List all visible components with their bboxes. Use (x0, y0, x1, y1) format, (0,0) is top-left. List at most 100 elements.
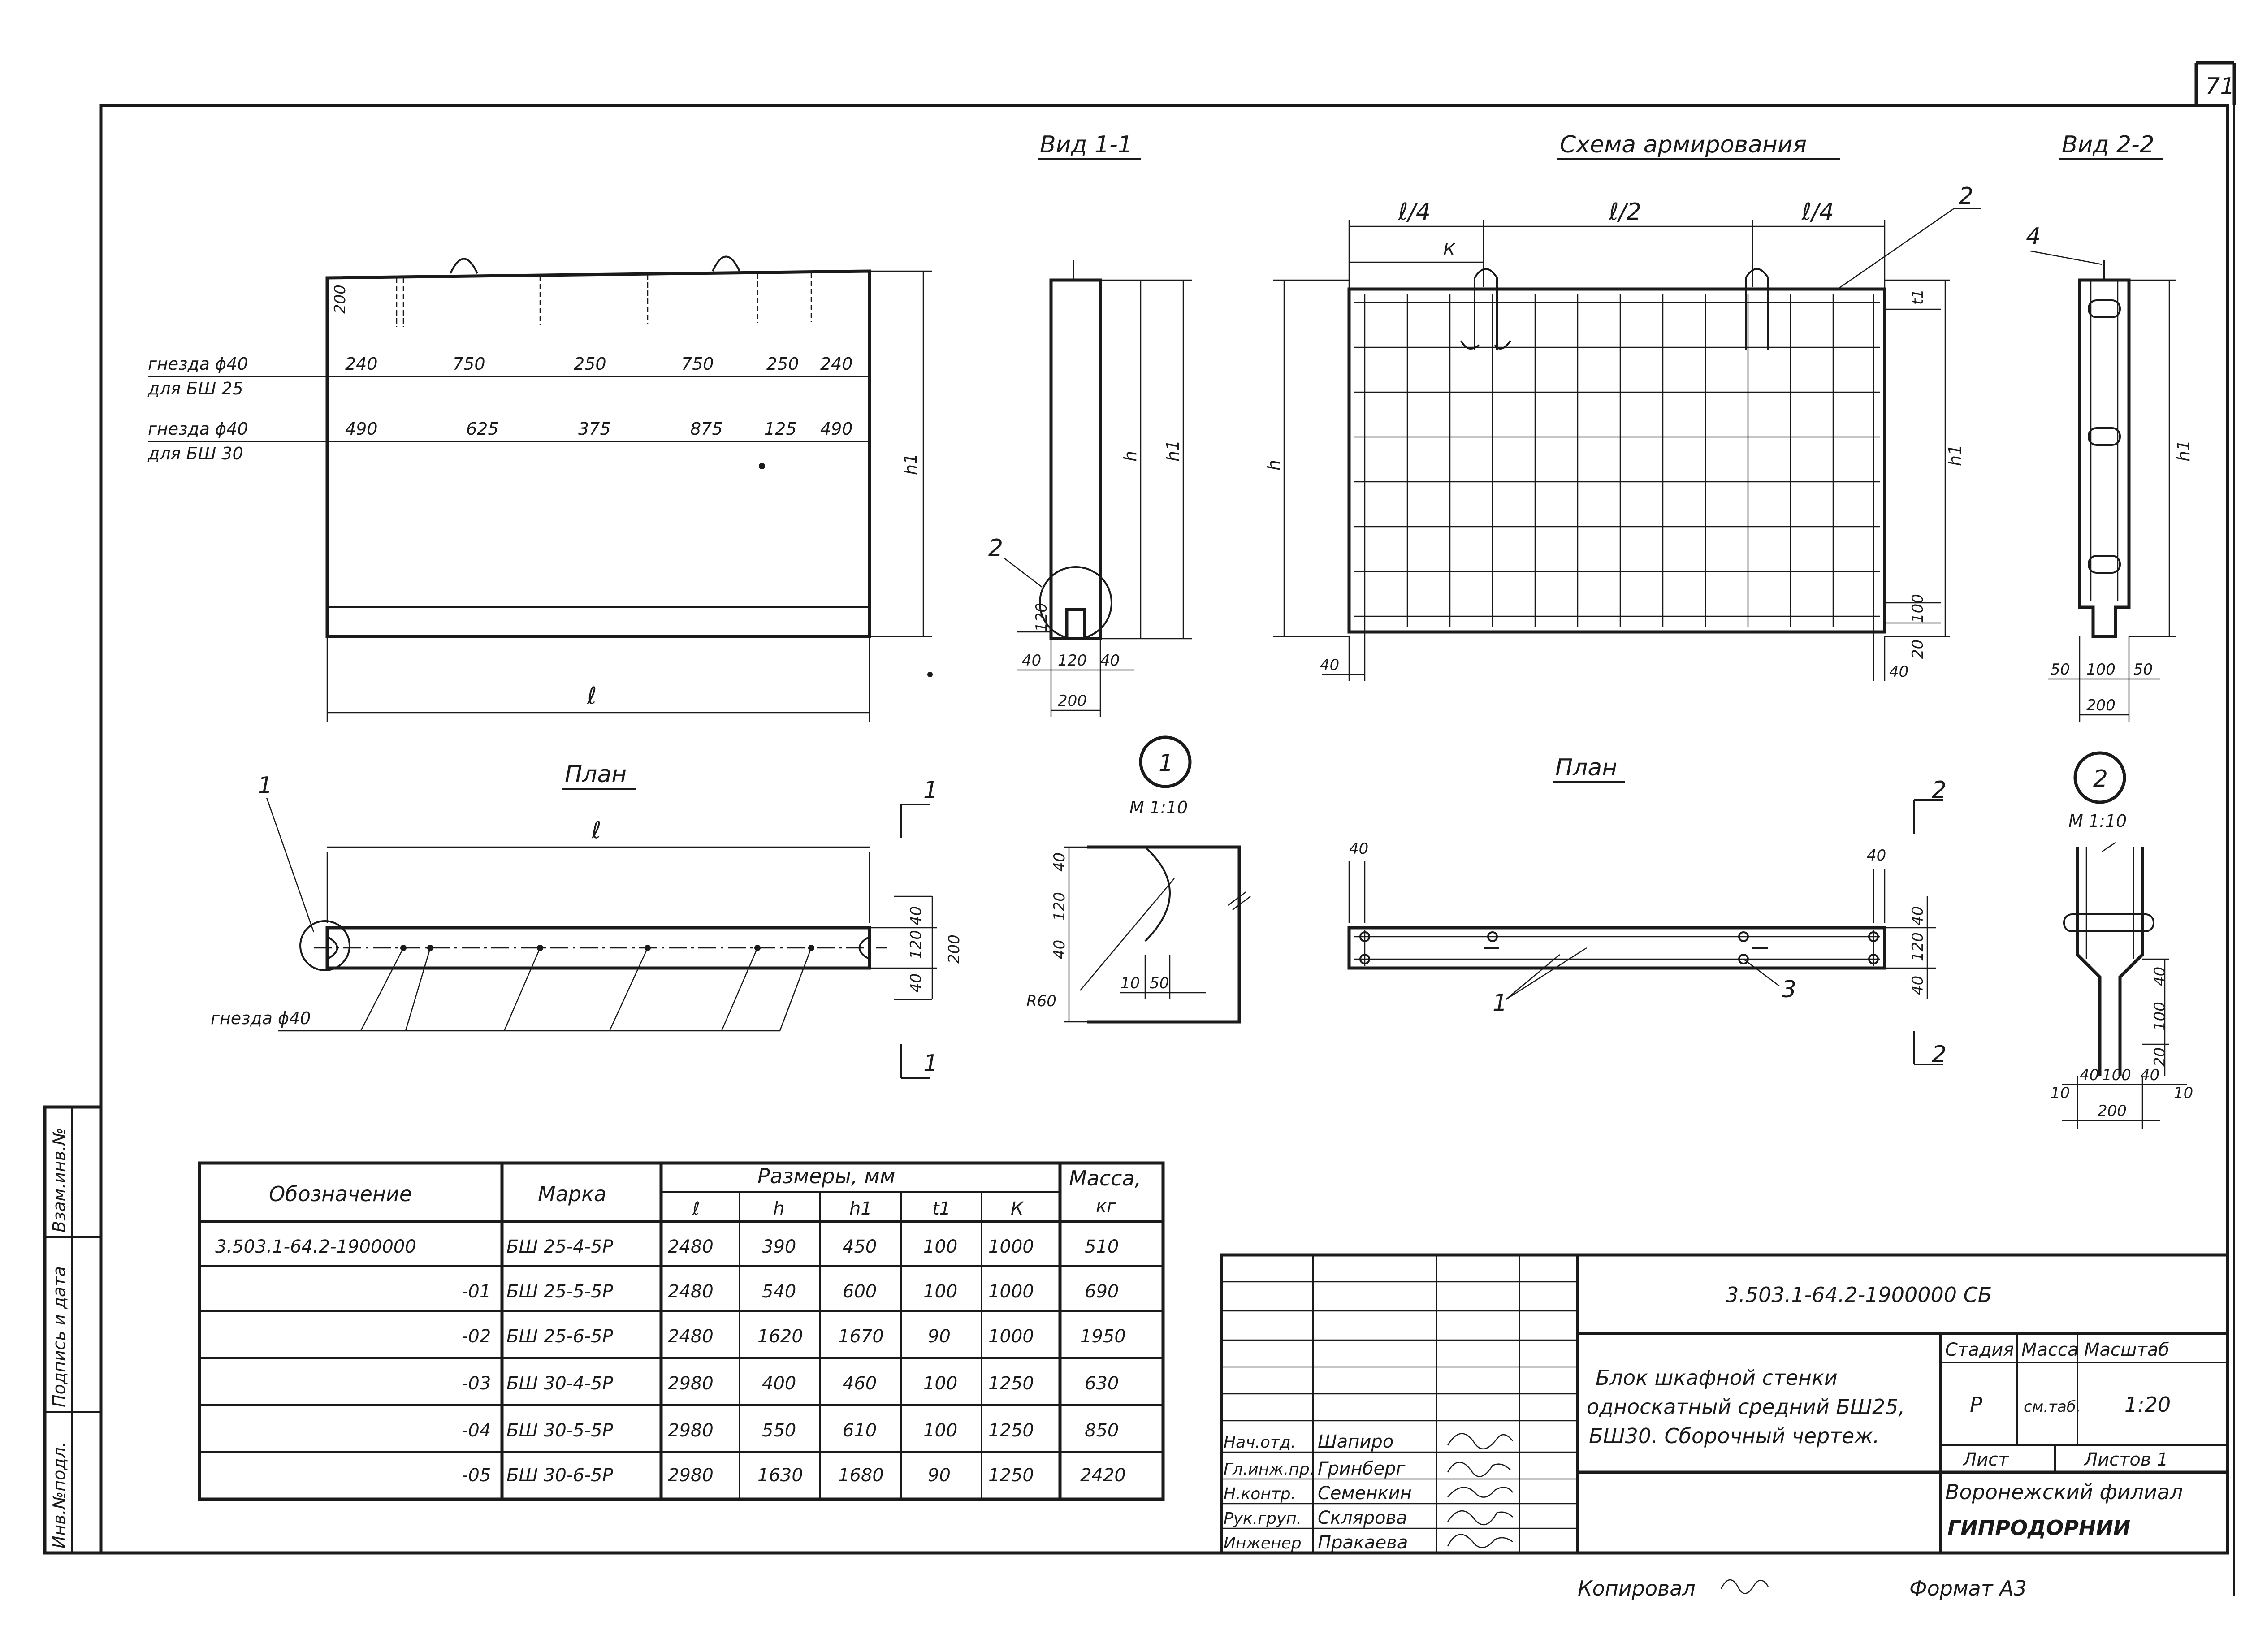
detail2-20: 20 (2151, 1047, 2169, 1067)
detail1-r60: R60 (1026, 992, 1056, 1010)
spec-cell-mass: 630 (1085, 1373, 1119, 1394)
dim-bsh25: 250 (574, 354, 606, 374)
spec-cell-h1: 1680 (838, 1465, 884, 1486)
scheme-l2: ℓ/2 (1609, 199, 1641, 225)
plan1-sockets-label: гнезда ϕ40 (211, 1008, 311, 1028)
spec-cell-mass: 2420 (1080, 1465, 1126, 1486)
side-stamp-sign: Подпись и дата (49, 1266, 69, 1407)
detail2-num: 2 (2093, 765, 2108, 792)
staff-name: Гринберг (1318, 1458, 1406, 1479)
spec-row: -05 БШ 30-6-5Р 2980 1630 1680 90 1250 24… (462, 1465, 1126, 1486)
plan2-120: 120 (1909, 932, 1927, 961)
detail1-50: 50 (1150, 974, 1169, 992)
title-line-1: Блок шкафной стенки (1596, 1366, 1838, 1390)
spec-cell-k: 1250 (988, 1465, 1034, 1486)
side-stamp (43, 1105, 103, 1555)
spec-cell-designation: -04 (462, 1420, 491, 1441)
scheme-40a: 40 (1320, 656, 1339, 674)
spec-cell-l: 2480 (668, 1281, 714, 1302)
scheme-h1: h1 (1945, 445, 1965, 466)
scheme-20: 20 (1909, 640, 1927, 659)
plan2-section-bottom: 2 (1932, 1041, 1947, 1068)
dim-bsh25: 250 (766, 354, 799, 374)
view2-section (2030, 250, 2176, 722)
view2-50a: 50 (2051, 661, 2070, 679)
staff-role: Нач.отд. (1224, 1433, 1296, 1452)
plan1-callout-1: 1 (258, 772, 273, 799)
detail1-10: 10 (1120, 974, 1140, 992)
view1-title: Вид 1-1 (1040, 131, 1133, 158)
staff-role: Гл.инж.пр. (1224, 1460, 1315, 1479)
spec-cell-designation: -05 (462, 1465, 491, 1486)
sheet-number: 71 (2205, 73, 2235, 100)
rebar-vertical (1364, 294, 1874, 627)
detail2-10b: 10 (2174, 1084, 2193, 1102)
detail1-120: 120 (1051, 892, 1069, 921)
detail2-100: 100 (2151, 1002, 2169, 1031)
mass-value: см.таб. (2024, 1398, 2081, 1416)
dim-bsh30: 625 (466, 419, 499, 439)
scheme-40b: 40 (1889, 663, 1908, 681)
front-elevation (148, 255, 933, 722)
plan2-callout-1: 1 (1493, 990, 1507, 1016)
scale-label: Масштаб (2084, 1340, 2169, 1360)
elev-l-label: ℓ (587, 683, 597, 709)
spec-cell-t1: 100 (923, 1237, 957, 1257)
detail2-40: 40 (2151, 967, 2169, 986)
spec-cell-h: 400 (762, 1373, 796, 1394)
detail2-100b: 100 (2102, 1066, 2131, 1084)
view1-120: 120 (1033, 603, 1051, 632)
rebar-horizontal (1354, 302, 1880, 617)
detail1 (1064, 735, 1251, 1024)
spec-cell-brand: БШ 25-4-5Р (506, 1237, 614, 1257)
title-block (1220, 1253, 2229, 1555)
spec-cell-k: 1000 (988, 1281, 1034, 1302)
spec-cell-h1: 600 (843, 1281, 877, 1302)
view1-callout-2: 2 (988, 535, 1003, 562)
view1-h: h (1120, 451, 1140, 462)
view-titles: Вид 1-1 Схема армирования Вид 2-2 План П… (562, 131, 2163, 790)
view2-title: Вид 2-2 (2062, 131, 2154, 158)
staff-list: Нач.отд. Шапиро Гл.инж.пр. Гринберг Н.ко… (1224, 1431, 1412, 1553)
plan1-l: ℓ (591, 817, 601, 844)
detail2-40a: 40 (2080, 1066, 2099, 1084)
dim-bsh30: 375 (578, 419, 611, 439)
view1-200: 200 (1058, 692, 1087, 710)
plan2-40b: 40 (1867, 847, 1886, 865)
spec-cell-h: 550 (762, 1420, 796, 1441)
side-stamp-repl: Взам.инв.№ (49, 1128, 69, 1233)
view2-50b: 50 (2133, 661, 2153, 679)
reinforcement-scheme (1273, 208, 1981, 681)
spec-row: -03 БШ 30-4-5Р 2980 400 460 100 1250 630 (462, 1373, 1119, 1394)
spec-row: 3.503.1-64.2-1900000 БШ 25-4-5Р 2480 390… (215, 1237, 1119, 1257)
sheet-frame (99, 61, 2236, 1596)
spec-cell-brand: БШ 25-5-5Р (506, 1281, 614, 1302)
spec-cell-h: 1620 (757, 1326, 803, 1347)
staff-name: Склярова (1318, 1508, 1407, 1528)
detail2-200: 200 (2098, 1102, 2127, 1120)
plan1-120: 120 (907, 930, 925, 959)
staff-name: Шапиро (1318, 1431, 1393, 1452)
plan2-40d: 40 (1909, 976, 1927, 995)
scheme-h: h (1264, 460, 1284, 471)
bsh25-dim-row: 240 750 250 750 250 240 (345, 354, 853, 374)
copier-signature (1720, 1579, 1769, 1594)
spec-cell-brand: БШ 25-6-5Р (506, 1326, 614, 1347)
staff-name: Пракаева (1318, 1532, 1408, 1553)
detail1-scale: М 1:10 (1129, 798, 1188, 817)
spec-cell-k: 1250 (988, 1420, 1034, 1441)
plan2-40a: 40 (1349, 840, 1368, 858)
dim-bsh30: 875 (690, 419, 723, 439)
spec-cell-l: 2980 (668, 1420, 714, 1441)
spec-row: -01 БШ 25-5-5Р 2480 540 600 100 1000 690 (462, 1281, 1119, 1302)
plan1-40a: 40 (907, 906, 925, 925)
plan1-40b: 40 (907, 973, 925, 993)
side-stamp-inv: Инв.№подл. (49, 1442, 69, 1548)
spec-table (198, 1161, 1165, 1501)
plan2-section-top: 2 (1932, 777, 1947, 804)
view1-120b: 120 (1058, 652, 1087, 670)
dim-bsh25: 750 (681, 354, 714, 374)
spec-header-mass-unit: кг (1096, 1196, 1116, 1217)
elev-h1-label: h1 (901, 454, 921, 475)
plan2-view (1347, 799, 1943, 1065)
